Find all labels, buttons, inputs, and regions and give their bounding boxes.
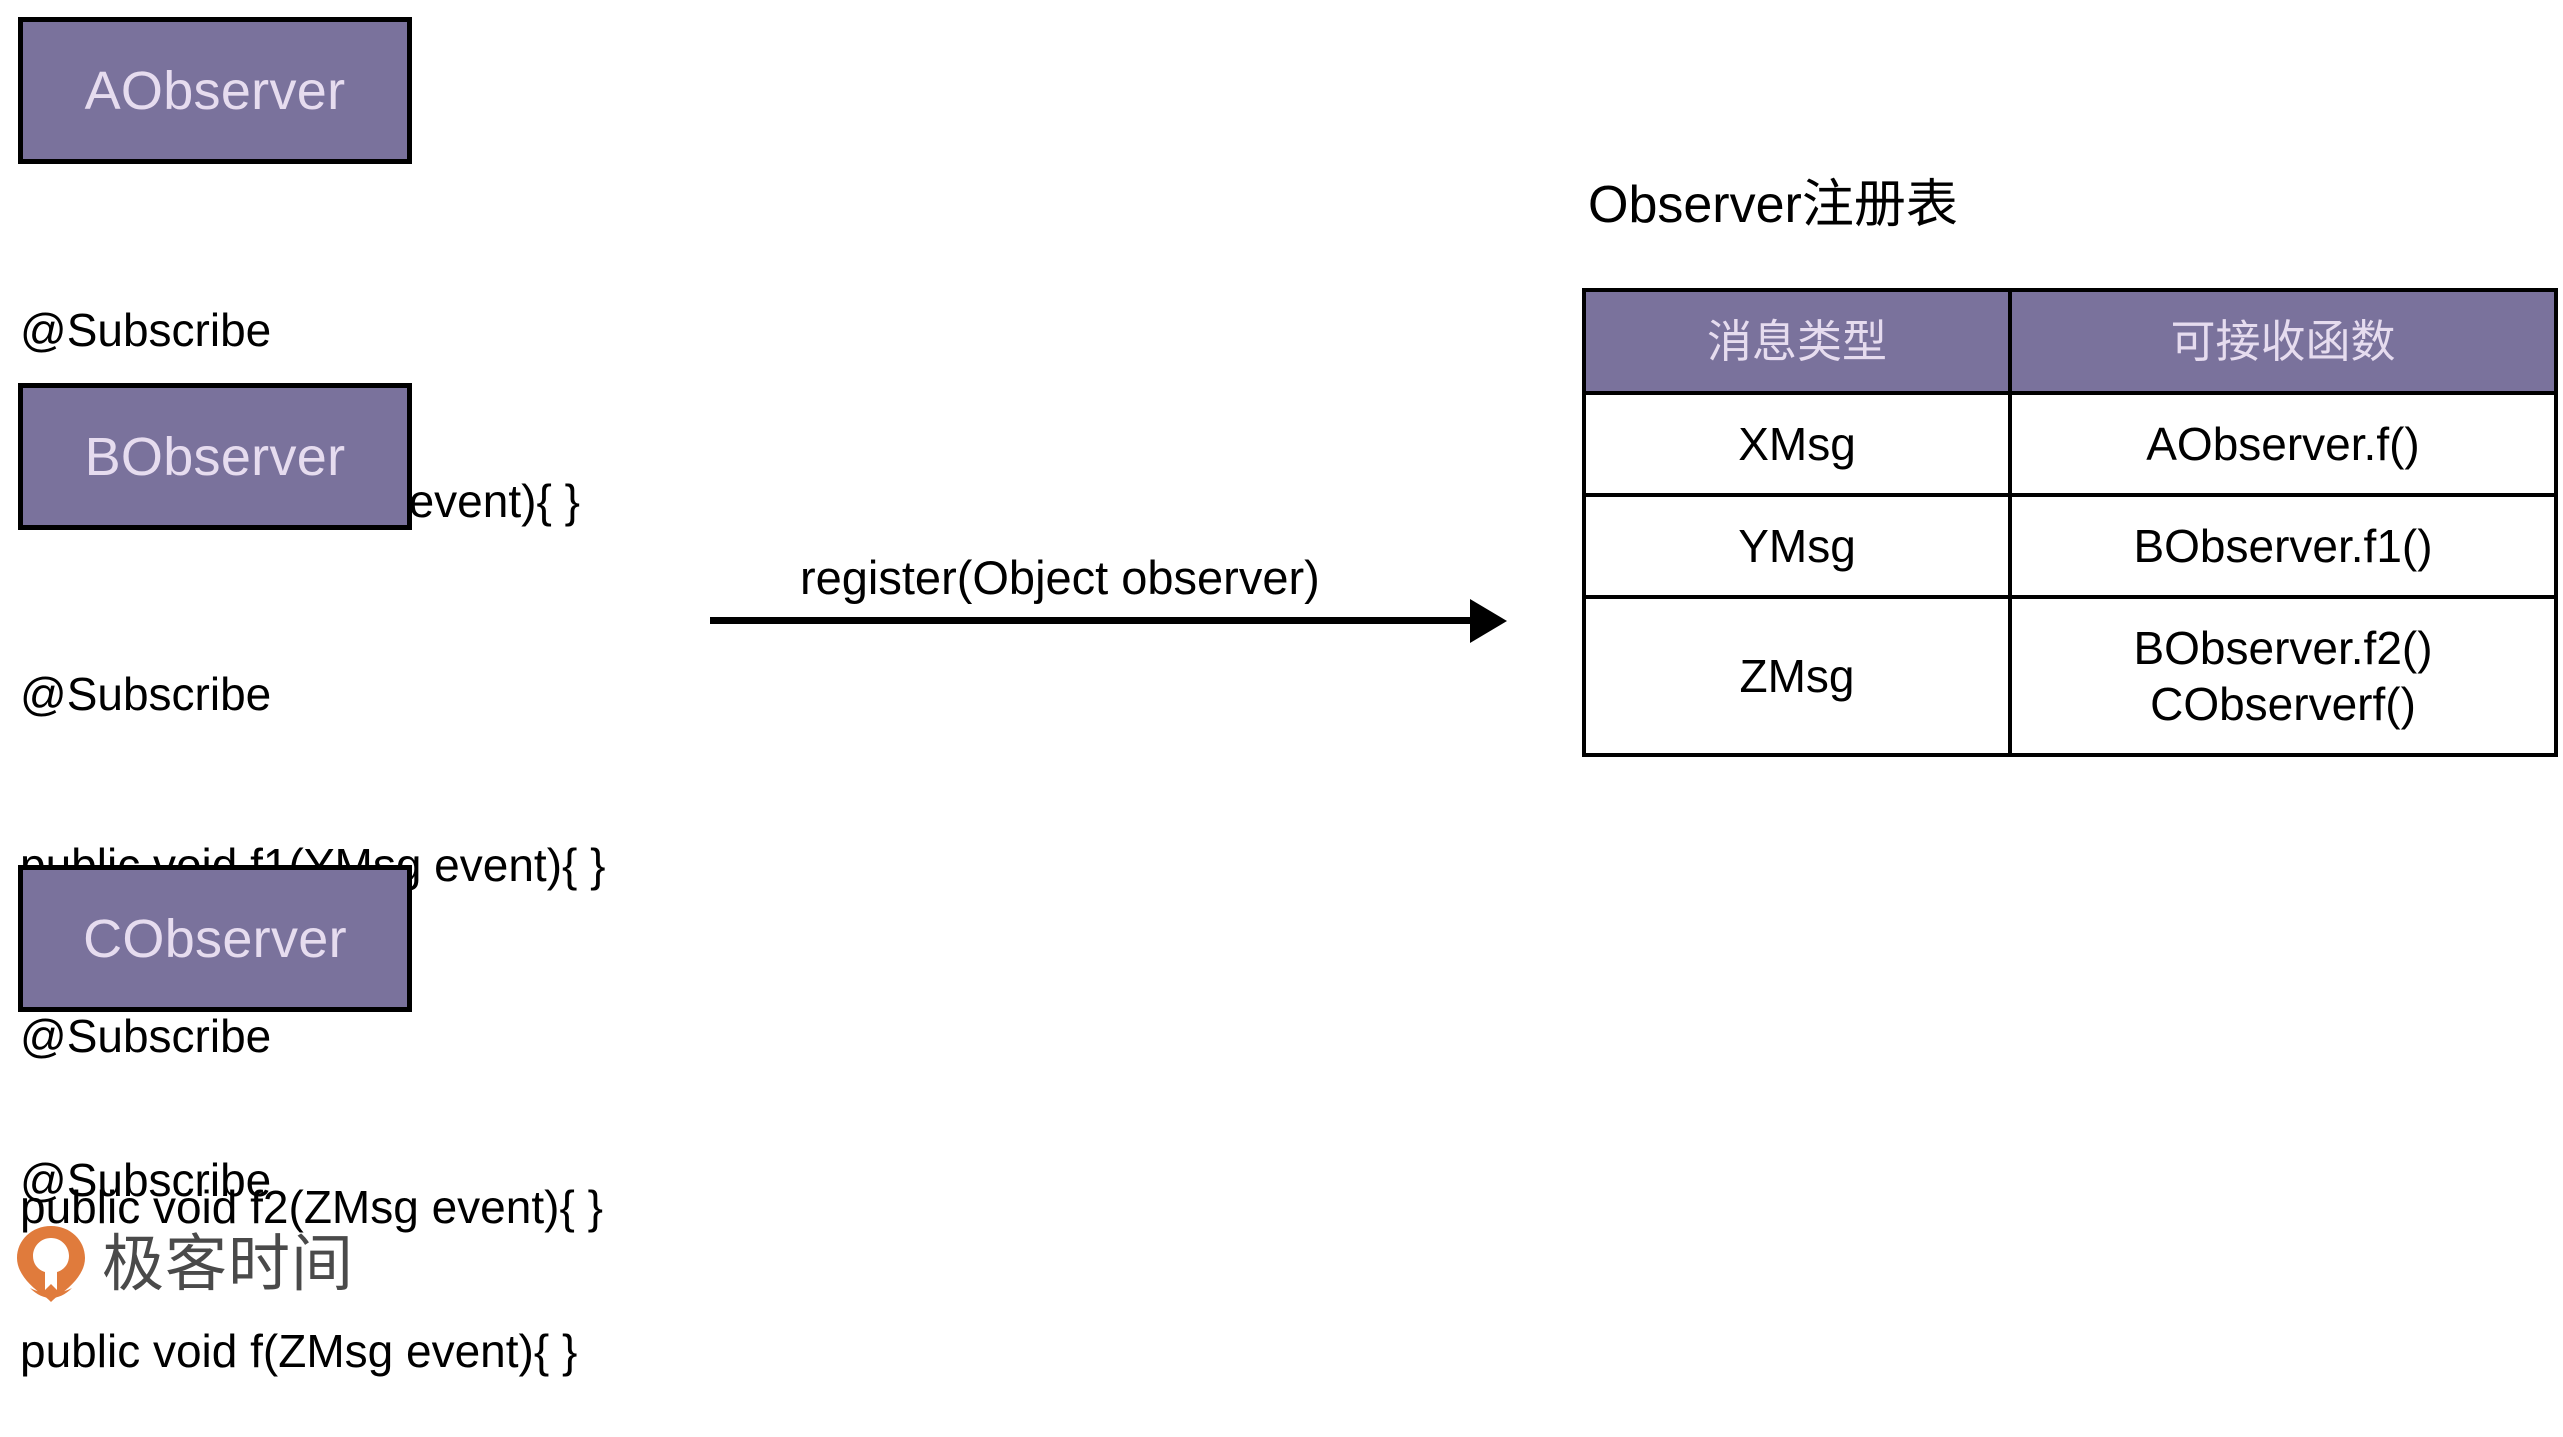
- code-line: @Subscribe: [20, 1010, 272, 1062]
- observer-box-cobserver: CObserver: [18, 865, 412, 1012]
- geektime-logo: 极客时间: [14, 1218, 354, 1310]
- column-header-receiver-function: 可接收函数: [2008, 288, 2558, 395]
- cell-receiver-function: BObserver.f2() CObserverf(): [2008, 595, 2558, 757]
- register-arrow-label: register(Object observer): [800, 551, 1320, 604]
- arrow-shaft: [710, 617, 1485, 624]
- arrow-head-icon: [1470, 599, 1507, 643]
- observer-box-label: BObserver: [84, 426, 346, 487]
- geektime-balloon-icon: [14, 1224, 88, 1304]
- table-row: YMsg BObserver.f1(): [1582, 493, 2558, 599]
- observer-box-aobserver: AObserver: [18, 17, 412, 164]
- cell-receiver-function: AObserver.f(): [2008, 391, 2558, 497]
- table-row: ZMsg BObserver.f2() CObserverf(): [1582, 595, 2558, 757]
- cell-receiver-function: BObserver.f1(): [2008, 493, 2558, 599]
- observer-box-label: AObserver: [84, 60, 346, 121]
- observer-box-label: CObserver: [83, 908, 347, 969]
- function-name: BObserver.f2(): [2133, 622, 2433, 674]
- table-header-row: 消息类型 可接收函数: [1582, 288, 2558, 395]
- registry-title: Observer注册表: [1588, 176, 1958, 234]
- code-line: @Subscribe: [20, 1154, 272, 1206]
- cell-message-type: YMsg: [1582, 493, 2012, 599]
- geektime-logo-text: 极客时间: [102, 1227, 355, 1300]
- observer-box-bobserver: BObserver: [18, 383, 412, 530]
- function-name: CObserverf(): [2150, 678, 2416, 730]
- register-arrow-group: register(Object observer): [700, 550, 1507, 650]
- code-line: public void f(ZMsg event){ }: [20, 1325, 578, 1377]
- cell-message-type: ZMsg: [1582, 595, 2012, 757]
- table-row: XMsg AObserver.f(): [1582, 391, 2558, 497]
- column-header-message-type: 消息类型: [1582, 288, 2012, 395]
- function-name: BObserver.f1(): [2133, 520, 2433, 572]
- cell-message-type: XMsg: [1582, 391, 2012, 497]
- code-line: @Subscribe: [20, 304, 272, 356]
- function-name: AObserver.f(): [2146, 418, 2420, 470]
- observer-registry-table: 消息类型 可接收函数 XMsg AObserver.f() YMsg BObse…: [1582, 288, 2558, 757]
- code-line: @Subscribe: [20, 668, 272, 720]
- code-line: public void f2(ZMsg event){ }: [20, 1181, 603, 1233]
